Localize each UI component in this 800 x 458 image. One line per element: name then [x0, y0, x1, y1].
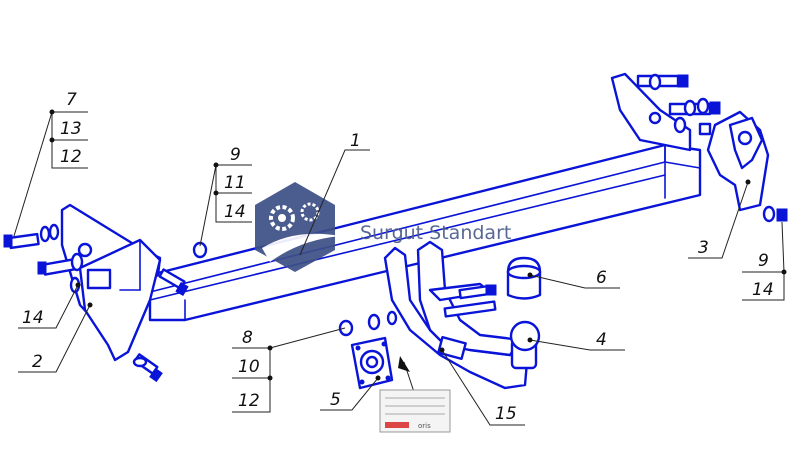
callout-14-right: 14	[752, 280, 774, 300]
callout-10: 10	[238, 357, 260, 377]
callout-2: 2	[32, 352, 43, 372]
callout-6: 6	[596, 268, 607, 288]
callout-12-top: 12	[60, 147, 82, 167]
left-bolts	[3, 223, 208, 383]
callout-14-mid: 14	[224, 202, 246, 222]
callout-14-left: 14	[22, 308, 44, 328]
callout-labels: 7 13 12 9 11 14 1 14 2 8 10 12 5 15 4 6 …	[22, 90, 774, 424]
ball-cap	[506, 256, 542, 300]
callout-9-left: 9	[230, 145, 241, 165]
watermark-text: Surgut Standart	[360, 222, 511, 244]
watermark-logo: Surgut Standart	[255, 182, 511, 272]
callout-7: 7	[66, 90, 77, 110]
callout-4: 4	[596, 330, 607, 350]
callout-9-right: 9	[758, 251, 769, 271]
callout-12-bottom: 12	[238, 391, 260, 411]
tow-arm	[338, 240, 530, 390]
callout-15: 15	[495, 404, 517, 424]
callout-1: 1	[350, 131, 361, 151]
right-bolts	[636, 73, 788, 223]
tow-ball	[509, 320, 541, 370]
left-bracket	[60, 203, 162, 362]
type-plate: oris	[379, 356, 451, 433]
leader-lines	[13, 109, 787, 426]
callout-8: 8	[242, 328, 253, 348]
socket-plate	[350, 336, 394, 390]
plate-brand: oris	[418, 422, 431, 430]
callout-3: 3	[698, 238, 709, 258]
callout-13: 13	[60, 119, 82, 139]
right-bracket	[610, 72, 770, 212]
callout-11: 11	[224, 173, 246, 193]
callout-5: 5	[330, 390, 341, 410]
